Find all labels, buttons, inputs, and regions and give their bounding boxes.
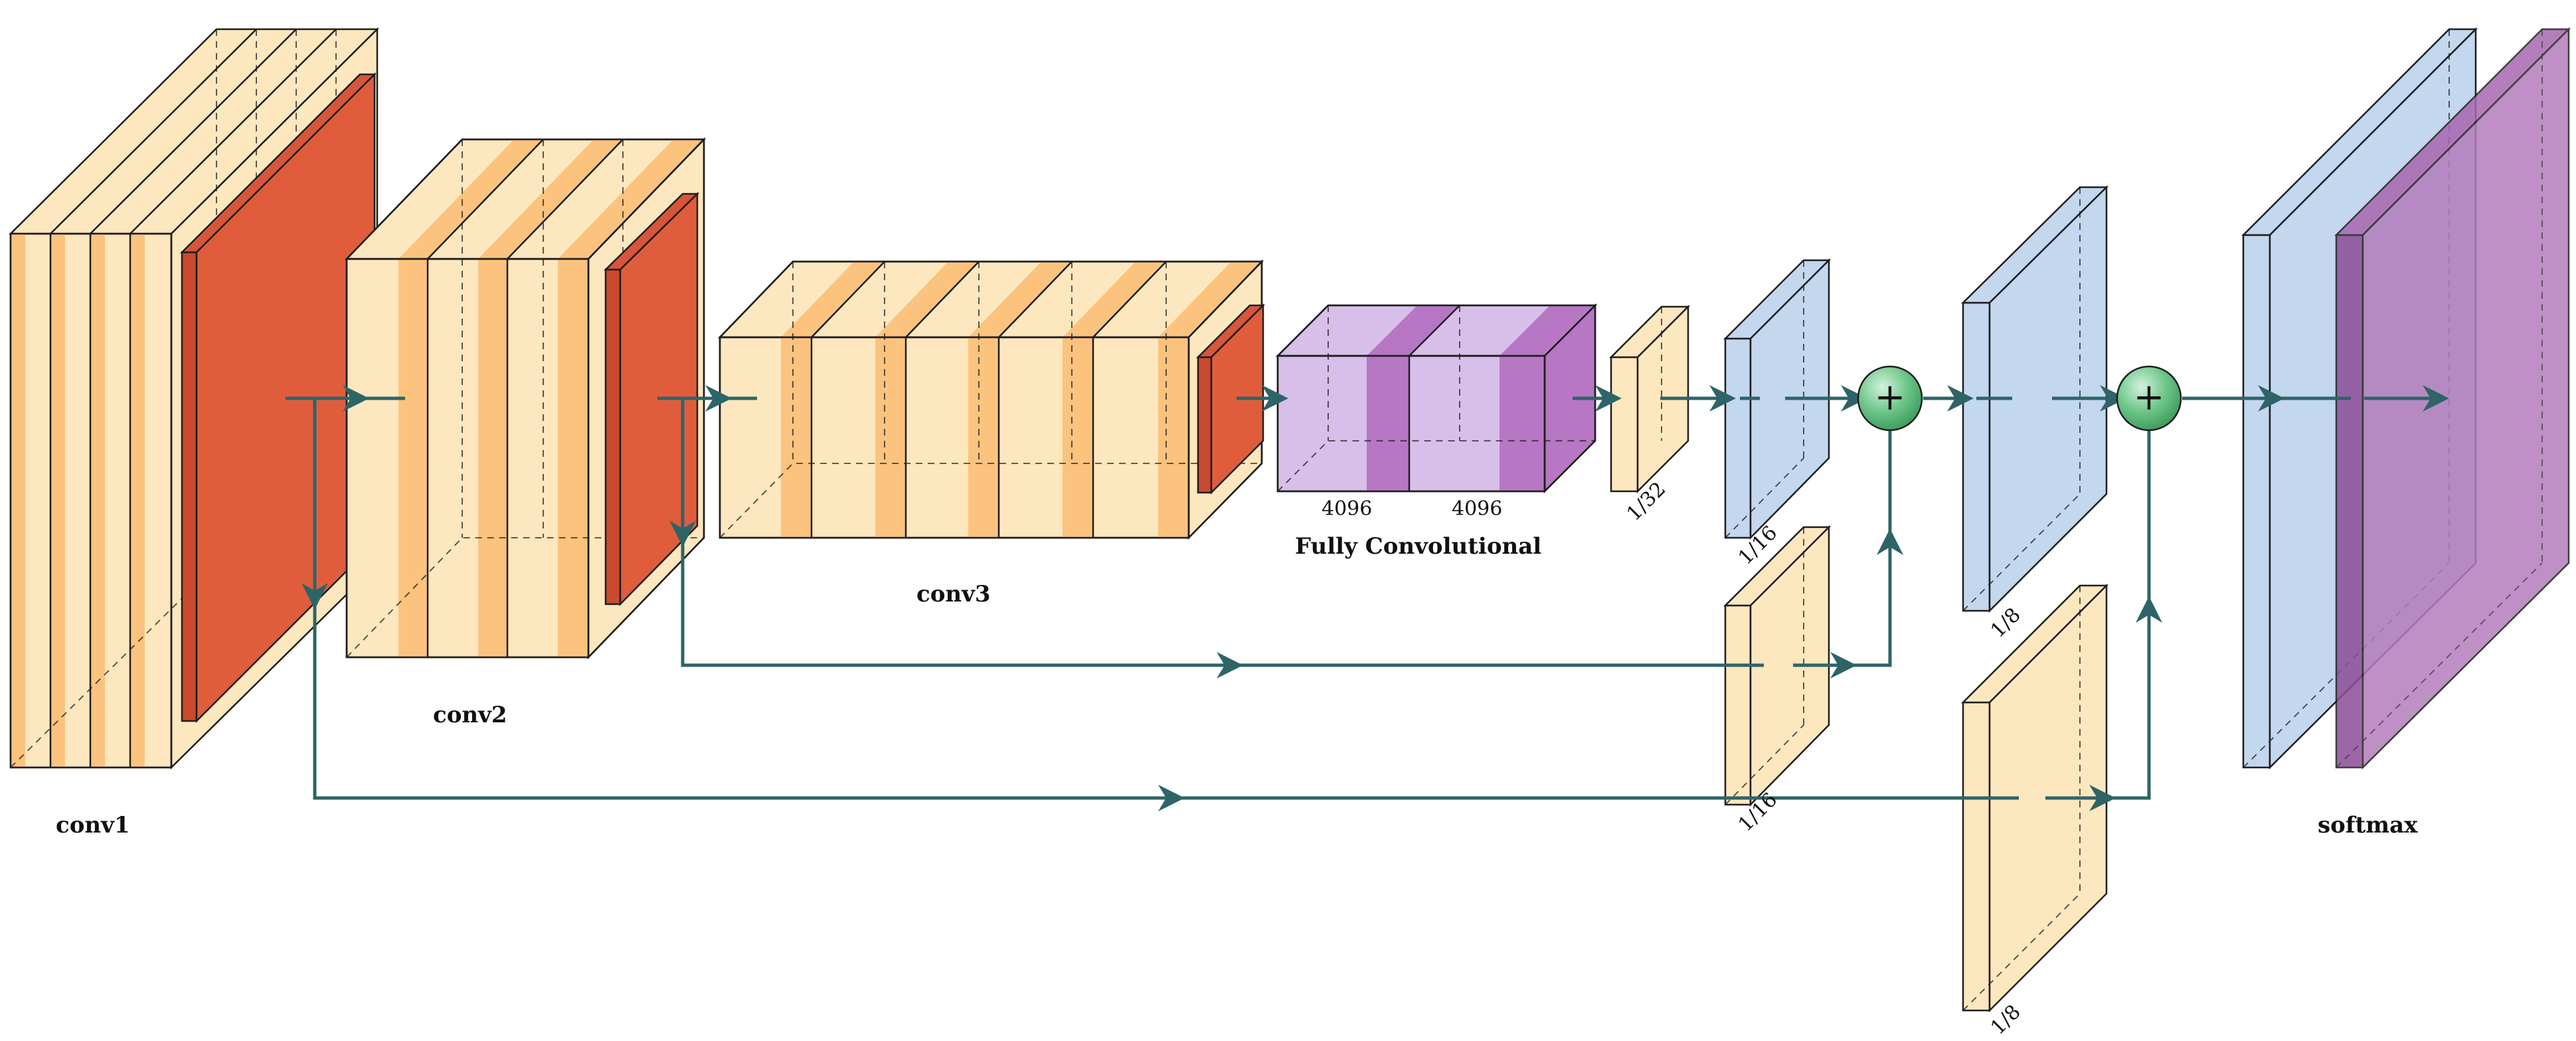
label-conv1: conv1 <box>56 812 130 839</box>
pool-score-1-16 <box>1723 524 1832 807</box>
sum-node-2: + <box>2116 365 2182 432</box>
sum-node-2-symbol: + <box>2134 376 2165 419</box>
label-conv2: conv2 <box>433 702 507 728</box>
fully-convolutional-block <box>1275 303 1598 494</box>
conv3-slab-1 <box>718 259 1264 540</box>
skip-pool4-path <box>681 531 1764 667</box>
conv2-block <box>345 137 706 660</box>
sum-node-1: + <box>1857 365 1923 432</box>
connections <box>286 385 2449 811</box>
conv3-block <box>718 259 1266 540</box>
label-fc-dim-2: 4096 <box>1452 497 1502 520</box>
upsampled-score-1-8 <box>1960 185 2109 613</box>
label-conv3: conv3 <box>916 581 991 607</box>
sum-node-1-symbol: + <box>1875 376 1906 419</box>
label-softmax: softmax <box>2318 812 2418 839</box>
label-fully-convolutional: Fully Convolutional <box>1295 533 1541 560</box>
label-fc-dim-1: 4096 <box>1322 497 1372 520</box>
softmax-layer <box>2334 27 2571 770</box>
